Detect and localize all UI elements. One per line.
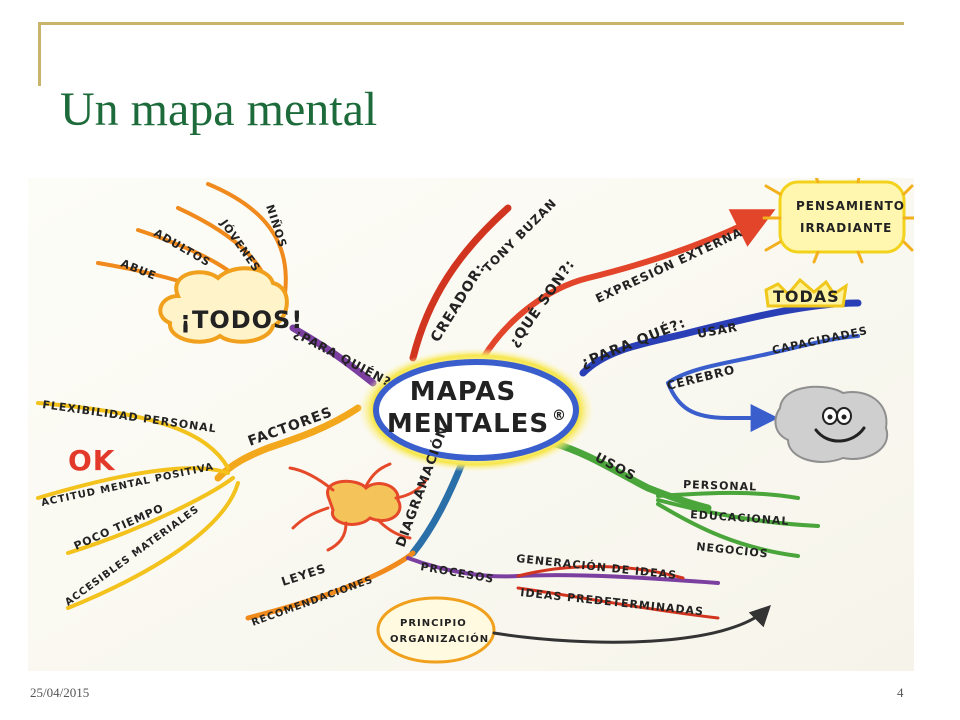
branch-predeterminadas	[516, 586, 720, 620]
organizacion-label: ORGANIZACIÓN	[390, 632, 489, 645]
registered-mark: ®	[552, 408, 567, 424]
slide-date: 25/04/2015	[30, 685, 90, 700]
branch-procesos	[406, 556, 720, 585]
branch-usos-leaves	[656, 490, 820, 558]
ok-label: OK	[68, 444, 116, 477]
branch-creador	[409, 204, 512, 362]
todos-bubble	[158, 266, 289, 344]
branch-generacion	[516, 565, 685, 580]
branch-usos	[549, 439, 712, 512]
branch-que-son	[480, 209, 776, 361]
mind-map-image: MAPAS MENTALES ® ¡TODOS! ¿PARA QUIÉN? NI…	[28, 178, 914, 671]
neuron-drawing	[288, 462, 428, 552]
center-ring	[373, 359, 579, 461]
branch-diagramacion	[409, 457, 467, 557]
center-line-2: MENTALES	[387, 409, 549, 439]
pensamiento-sunburst	[762, 178, 914, 264]
branch-para-quien	[289, 324, 377, 387]
branch-cerebro	[666, 334, 860, 418]
brain-face	[814, 407, 866, 443]
todas-label: TODAS	[773, 287, 840, 306]
mind-map-drawing: MAPAS MENTALES ® ¡TODOS! ¿PARA QUIÉN? NI…	[28, 178, 914, 671]
usar-label: USAR	[696, 320, 739, 341]
slide-title: Un mapa mental	[60, 83, 378, 136]
todos-label: ¡TODOS!	[180, 306, 303, 334]
pensamiento-label: PENSAMIENTO	[796, 199, 905, 213]
branch-factores	[214, 404, 362, 482]
branch-leyes	[245, 550, 416, 621]
center-line-1: MAPAS	[410, 377, 517, 407]
decorative-vertical-line	[38, 22, 41, 86]
principio-label: PRINCIPIO	[400, 618, 467, 629]
branch-factores-leaves	[36, 401, 240, 610]
todas-crown	[764, 277, 848, 308]
principio-arrow	[492, 605, 771, 644]
slide-number: 4	[897, 685, 904, 700]
leaf-personal: PERSONAL	[683, 478, 757, 494]
irradiante-label: IRRADIANTE	[800, 221, 892, 235]
principio-bubble	[376, 596, 496, 664]
decorative-horizontal-line	[38, 22, 904, 25]
